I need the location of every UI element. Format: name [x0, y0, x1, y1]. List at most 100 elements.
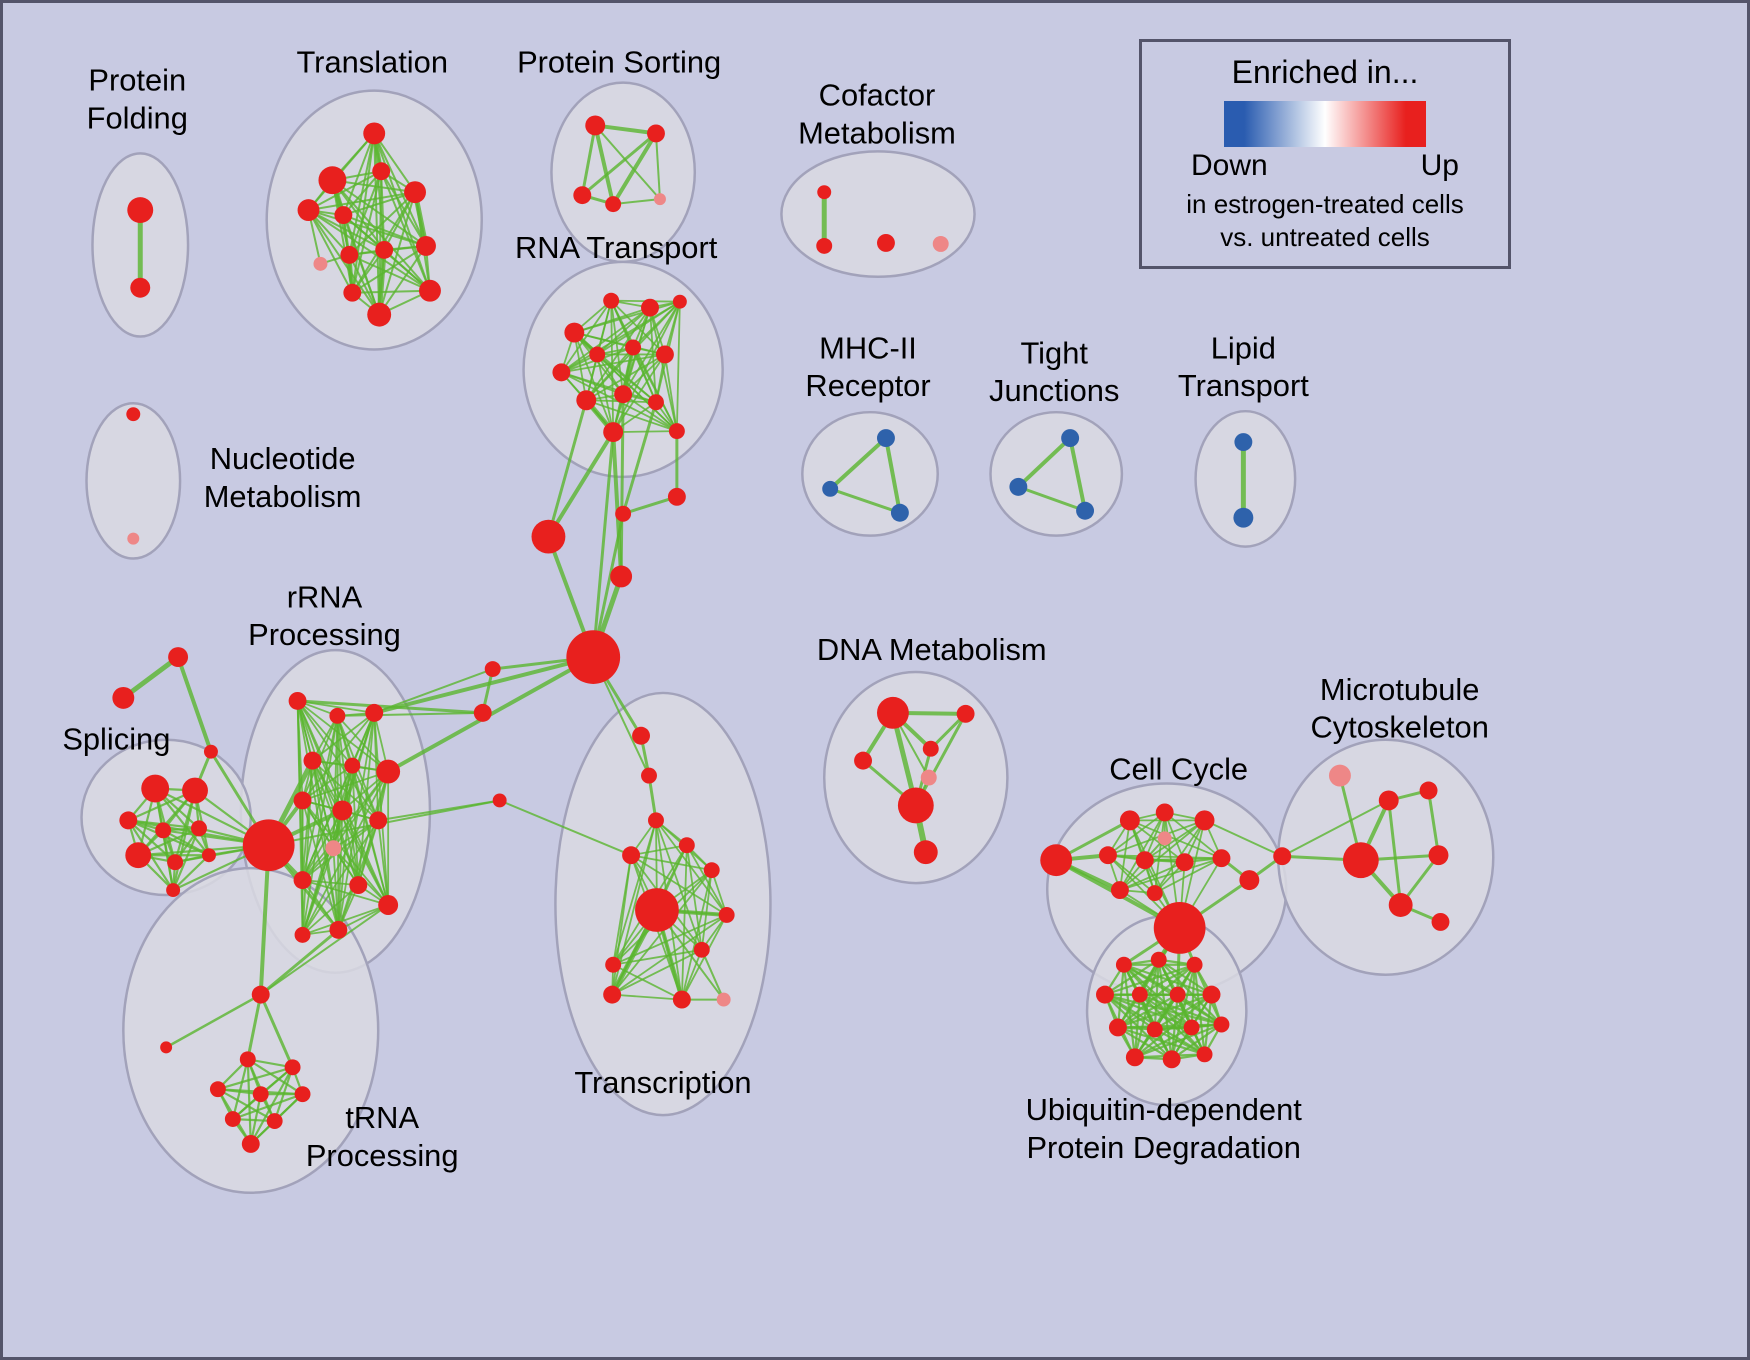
cluster-label-translation: Translation [296, 45, 448, 80]
node-dm4 [920, 769, 937, 786]
node-u14 [1196, 1046, 1213, 1063]
edge-rr12-rr15 [301, 884, 360, 936]
node-tr3 [203, 744, 218, 759]
node-cc13 [1273, 847, 1292, 866]
node-ps4 [605, 196, 622, 213]
node-sp1 [141, 774, 170, 803]
node-cf3 [876, 233, 895, 252]
node-rt4 [672, 294, 687, 309]
node-cn3 [667, 487, 686, 506]
node-mc3 [1419, 781, 1438, 800]
edge-rr10-rr15 [301, 847, 335, 936]
edge-ps1-ps3 [580, 123, 597, 197]
cluster-mhc-ii-receptor [801, 410, 939, 537]
node-u10 [1183, 1019, 1200, 1036]
node-t11 [367, 302, 392, 327]
node-rt5 [552, 363, 571, 382]
edge-rr2-rr11 [301, 714, 339, 882]
edge-rr13-tn1 [259, 904, 390, 996]
node-dm1 [876, 696, 909, 729]
edge-cn3-cn2 [621, 495, 679, 516]
nodes-layer [112, 115, 1450, 1153]
cluster-label-protein-folding: Folding [87, 100, 188, 135]
legend-title: Enriched in... [1231, 54, 1419, 90]
edge-rr7-rr13 [301, 799, 390, 906]
node-rr11 [293, 871, 312, 890]
edge-cc8-cc10 [1119, 861, 1186, 891]
node-tj1 [1061, 429, 1080, 448]
edge-rt6-rt13 [596, 353, 678, 432]
node-sp9 [166, 883, 181, 898]
edge-u2-u11 [1157, 958, 1223, 1026]
edge-x5-x8 [685, 844, 728, 916]
edge-tr1-tr2 [120, 654, 181, 701]
node-t4 [334, 206, 353, 225]
edge-u1-u8 [1116, 963, 1125, 1029]
node-rr10 [325, 840, 342, 857]
node-mc8 [1431, 912, 1450, 931]
node-cf2 [816, 237, 833, 254]
node-rt13 [668, 423, 685, 440]
edge-x9-x11 [611, 948, 703, 996]
edge-u6-u8 [1116, 993, 1179, 1029]
cluster-label-dna-metabolism: DNA Metabolism [817, 632, 1047, 667]
edge-cc6-cc9 [1107, 854, 1223, 860]
cluster-nucleotide-metabolism [85, 401, 182, 560]
node-cn2 [615, 505, 632, 522]
node-mh1 [876, 429, 895, 448]
node-x6 [635, 888, 679, 932]
legend-caption-line2: vs. untreated cells [1220, 222, 1430, 252]
edge-t6-t11 [378, 191, 417, 316]
edge-cc3-cc10 [1119, 811, 1166, 891]
node-rt10 [614, 385, 633, 404]
node-t10 [313, 256, 328, 271]
cluster-label-trna-processing: tRNA [345, 1100, 419, 1135]
node-rr9 [369, 811, 388, 830]
node-rr12 [349, 876, 368, 895]
node-tj2 [1009, 477, 1028, 496]
cluster-label-tight-junctions: Junctions [989, 373, 1119, 408]
node-rr8 [332, 800, 353, 821]
edge-t3-t13 [307, 209, 354, 294]
cluster-label-protein-sorting: Protein Sorting [517, 45, 721, 80]
edge-tn7-tn8 [231, 1093, 304, 1121]
edge-cn7-x4 [498, 799, 633, 857]
edge-rr5-rr13 [351, 764, 390, 906]
node-cf1 [817, 185, 832, 200]
node-ps3 [573, 186, 592, 205]
edge-u7-u8 [1116, 993, 1213, 1029]
node-dm2 [956, 704, 975, 723]
node-u8 [1108, 1018, 1127, 1037]
cluster-label-lipid-transport: Transport [1178, 368, 1309, 403]
node-tr1 [168, 647, 189, 668]
edge-t3-t5 [307, 170, 383, 212]
node-cc7 [1135, 851, 1154, 870]
edge-tn1-tn3 [246, 993, 263, 1061]
cluster-label-lipid-transport: Lipid [1211, 330, 1276, 365]
edge-t4-t6 [342, 191, 417, 217]
edge-rr6-rr14 [337, 770, 390, 931]
node-rr13 [378, 895, 399, 915]
cluster-label-tight-junctions: Tight [1020, 335, 1088, 370]
edge-x11-x12 [611, 993, 683, 1001]
legend-gradient [1224, 101, 1426, 147]
node-u6 [1169, 986, 1186, 1003]
cluster-label-ubiquitin-degradation: Ubiquitin-dependent [1026, 1092, 1303, 1127]
node-x11 [603, 985, 622, 1004]
edge-rr5-rr9 [351, 764, 380, 822]
node-rt11 [648, 394, 664, 411]
node-ps5 [653, 193, 666, 206]
node-hub [566, 630, 621, 684]
edge-rr2-rr6 [336, 714, 390, 773]
cluster-label-cofactor-metabolism: Cofactor [819, 78, 936, 113]
node-sp6 [125, 842, 152, 869]
cluster-label-nucleotide-metabolism: Nucleotide [210, 441, 356, 476]
edge-t1-t11 [373, 132, 381, 316]
edge-t5-t12 [380, 170, 431, 292]
legend-down-label: Down [1191, 149, 1268, 182]
node-u11 [1213, 1016, 1230, 1033]
edge-tn1-tn4 [259, 993, 295, 1069]
edge-tj1-tj2 [1016, 436, 1073, 489]
node-rr14 [329, 920, 348, 939]
